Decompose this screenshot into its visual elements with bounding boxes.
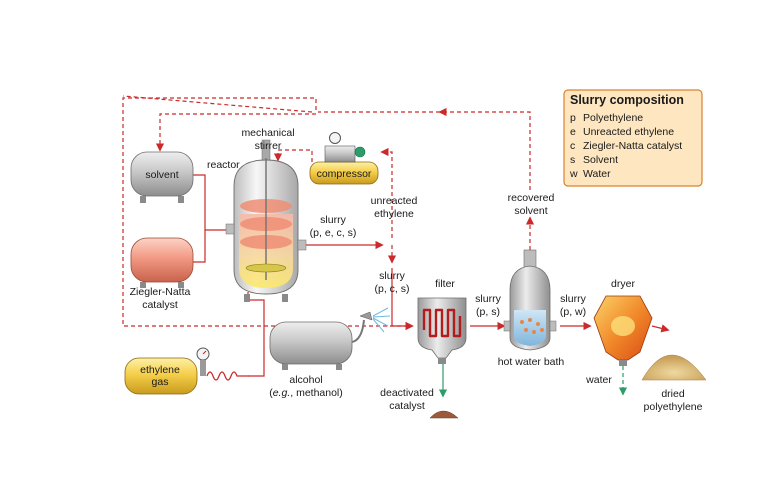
spray-nozzle-icon (359, 311, 373, 321)
recycle-to-solvent (122, 97, 405, 327)
slurry2-label-line1: slurry (379, 270, 405, 282)
compressor-label: compressor (317, 168, 372, 180)
water-label: water (585, 374, 612, 386)
alcohol-label-line1: alcohol (289, 374, 322, 386)
unreacted-ethylene-line (380, 147, 393, 238)
hot-water-bath-label: hot water bath (498, 356, 565, 368)
alcohol-label-line2: (e.g., methanol) (269, 387, 343, 399)
dryer-to-product (651, 324, 670, 333)
slurry3-label-line1: slurry (475, 293, 501, 305)
legend-item: p Polyethylene (570, 112, 643, 124)
legend-item: e Unreacted ethylene (570, 126, 674, 138)
dried-label-line2: polyethylene (644, 401, 703, 413)
compressor-valve-icon (354, 146, 366, 158)
legend-item: s Solvent (570, 154, 618, 166)
slurry3-label-line2: (p, s) (476, 306, 500, 318)
dried-label-line1: dried (661, 388, 685, 400)
legend-code: s (570, 154, 575, 166)
compressor-to-reactor (273, 149, 313, 162)
filter-coil-icon (422, 308, 462, 338)
compressor-gauge-icon (329, 132, 341, 144)
solvent-tank: solvent (130, 151, 194, 203)
legend-code: w (569, 168, 578, 180)
solvent-label: solvent (145, 169, 178, 181)
solvent-feed (193, 174, 228, 231)
polymer-particles (520, 318, 544, 334)
legend-text: Solvent (583, 154, 618, 166)
recycle-top-line (438, 107, 531, 190)
polyethylene-pile (641, 354, 707, 381)
alcohol-eg: e.g. (273, 387, 291, 399)
filter-label: filter (435, 278, 455, 290)
recycle-top-line-2 (122, 95, 440, 113)
alcohol-tank: alcohol (e.g., methanol) (269, 307, 391, 399)
legend-text: Unreacted ethylene (583, 126, 674, 138)
legend-title: Slurry composition (570, 93, 684, 107)
recovered-label-line2: solvent (514, 205, 547, 217)
unreacted-label-line1: unreacted (371, 195, 418, 207)
catalyst-label-line2: catalyst (142, 299, 178, 311)
dryer: dryer (593, 278, 653, 366)
slurry1-label-line1: slurry (320, 214, 346, 226)
hot-water-bath: hot water bath (498, 249, 565, 368)
reactor-vessel (225, 139, 307, 302)
compressor: compressor (309, 132, 379, 185)
legend-code: p (570, 112, 576, 124)
deactivated-label-line1: deactivated (380, 387, 434, 399)
legend-item: c Ziegler-Natta catalyst (570, 140, 682, 152)
ethylene-label-line2: gas (152, 376, 169, 388)
catalyst-feed (193, 230, 206, 263)
legend-item: w Water (569, 168, 611, 180)
recycle-to-solvent-tank (155, 113, 316, 152)
flow-lines (122, 95, 670, 377)
legend-text: Ziegler-Natta catalyst (583, 140, 682, 152)
unreacted-label-line2: ethylene (374, 208, 414, 220)
legend-code: e (570, 126, 576, 138)
deactivated-label-line2: catalyst (389, 400, 425, 412)
legend-text: Water (583, 168, 611, 180)
catalyst-tank: Ziegler-Natta catalyst (130, 237, 194, 311)
slurry4-label-line2: (p, w) (560, 306, 586, 318)
legend-text: Polyethylene (583, 112, 643, 124)
slurry1-label-line2: (p, e, c, s) (310, 227, 357, 239)
slurry-legend: Slurry composition p Polyethylene e Unre… (563, 89, 703, 187)
recovered-label-line1: recovered (508, 192, 555, 204)
ethylene-label-line1: ethylene (140, 364, 180, 376)
alcohol-rest: , methanol) (290, 387, 343, 399)
dryer-label: dryer (611, 278, 635, 290)
ethylene-gas-tank: ethylene gas (124, 347, 249, 395)
reactor-label: reactor (207, 159, 240, 171)
slurry-to-filter (391, 268, 414, 331)
catalyst-pile (429, 410, 459, 419)
ethylene-feed (247, 292, 265, 377)
stirrer-label-line1: mechanical (241, 127, 294, 139)
filter: filter (417, 278, 467, 364)
slurry4-label-line1: slurry (560, 293, 586, 305)
slurry2-label-line2: (p, c, s) (374, 283, 409, 295)
spray-icon (372, 307, 391, 333)
stirrer-label-line2: stirrer (255, 140, 282, 152)
catalyst-label-line1: Ziegler-Natta (130, 286, 191, 298)
coil-pipe (206, 371, 249, 381)
legend-code: c (570, 140, 575, 152)
